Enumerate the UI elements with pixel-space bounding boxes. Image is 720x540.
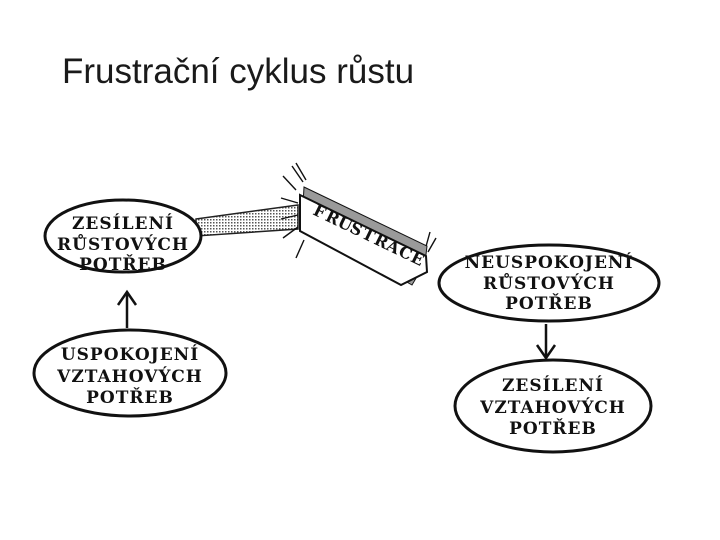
node-line-2: RŮSTOVÝCH: [483, 272, 615, 294]
node-line-3: POTŘEB: [505, 293, 593, 314]
node-line-1: ZESÍLENÍ: [72, 213, 174, 234]
arrow-down-icon: [537, 324, 555, 358]
node-line-1: ZESÍLENÍ: [502, 375, 604, 396]
node-line-1: NEUSPOKOJENÍ: [465, 252, 634, 273]
node-line-3: POTŘEB: [86, 387, 174, 408]
node-growth-needs-strengthening: ZESÍLENÍ RŮSTOVÝCH POTŘEB: [45, 200, 201, 275]
node-relational-needs-satisfaction: USPOKOJENÍ VZTAHOVÝCH POTŘEB: [34, 330, 226, 416]
node-relational-needs-strengthening: ZESÍLENÍ VZTAHOVÝCH POTŘEB: [455, 360, 651, 452]
connector-to-frustration: [196, 205, 298, 236]
node-line-1: USPOKOJENÍ: [61, 344, 199, 365]
node-line-3: POTŘEB: [509, 418, 597, 439]
node-growth-needs-dissatisfaction: NEUSPOKOJENÍ RŮSTOVÝCH POTŘEB: [439, 245, 659, 321]
node-line-3: POTŘEB: [79, 254, 167, 275]
node-line-2: VZTAHOVÝCH: [479, 397, 626, 418]
arrow-up-icon: [118, 292, 136, 328]
node-line-2: VZTAHOVÝCH: [56, 366, 203, 387]
node-line-2: RŮSTOVÝCH: [57, 233, 189, 255]
